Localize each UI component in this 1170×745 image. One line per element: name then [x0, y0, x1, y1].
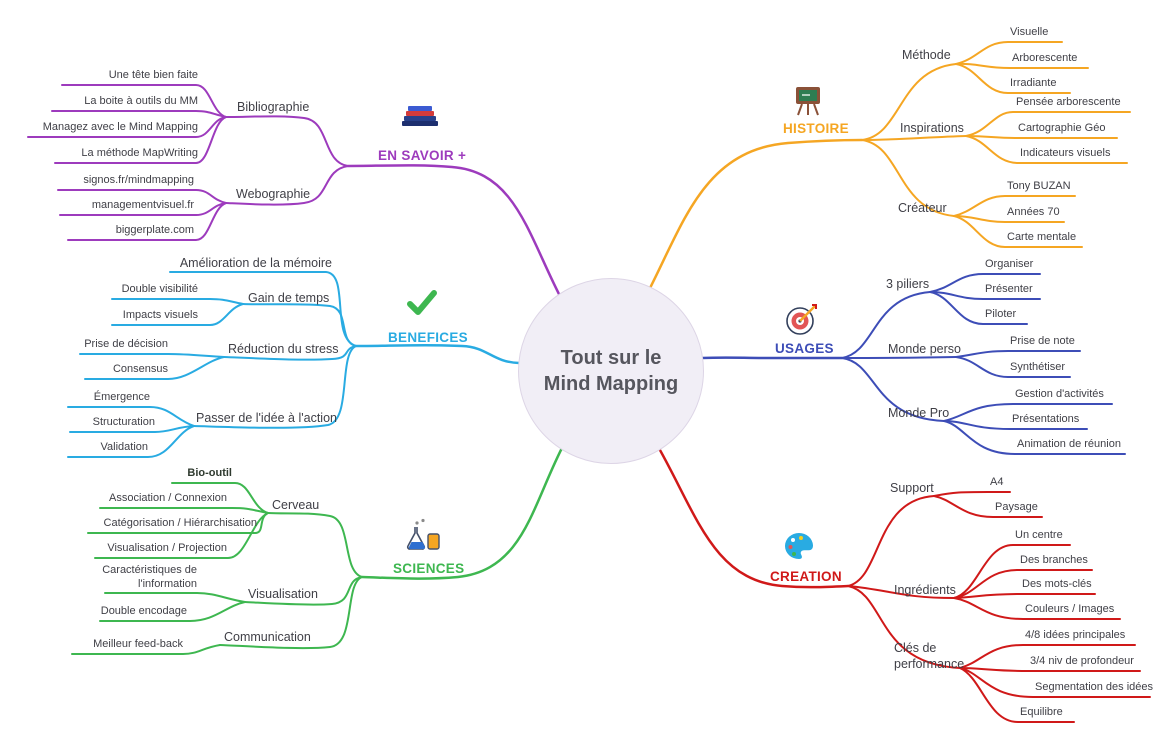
- node-support[interactable]: Support: [890, 481, 934, 495]
- node-communication[interactable]: Communication: [224, 630, 311, 644]
- leaf-label[interactable]: Présenter: [985, 283, 1033, 295]
- leaf-label[interactable]: Irradiante: [1010, 77, 1057, 89]
- node-inspirations[interactable]: Inspirations: [900, 121, 964, 135]
- leaf-label[interactable]: Catégorisation / Hiérarchisation: [103, 517, 257, 529]
- leaf-label[interactable]: Double visibilité: [121, 283, 198, 295]
- node-createur[interactable]: Créateur: [898, 201, 947, 215]
- en-savoir-curves: [27, 84, 564, 302]
- leaf-label[interactable]: Arborescente: [1012, 52, 1078, 64]
- leaf-label[interactable]: Gestion d'activités: [1015, 388, 1104, 400]
- palette-icon: [783, 531, 817, 568]
- node-reduction-stress[interactable]: Réduction du stress: [228, 342, 339, 356]
- leaf-label[interactable]: Equilibre: [1020, 706, 1063, 718]
- leaf-label[interactable]: Double encodage: [100, 605, 187, 617]
- leaf-label[interactable]: Caractéristiques de l'information: [102, 564, 197, 590]
- leaf-label[interactable]: Structuration: [92, 416, 155, 428]
- branch-label-sciences[interactable]: SCIENCES: [393, 561, 465, 576]
- node-idee-action[interactable]: Passer de l'idée à l'action: [196, 411, 337, 425]
- central-topic-line1: Tout sur le: [560, 347, 662, 369]
- sciences-curves: [71, 442, 566, 655]
- leaf-label[interactable]: Prise de décision: [84, 338, 168, 350]
- leaf-label[interactable]: Cartographie Géo: [1018, 122, 1106, 134]
- leaf-label[interactable]: A4: [990, 476, 1004, 488]
- leaf-label[interactable]: Pensée arborescente: [1016, 96, 1121, 108]
- creation-curves: [654, 441, 1151, 723]
- histoire-curves: [646, 41, 1131, 294]
- node-bibliographie[interactable]: Bibliographie: [237, 100, 310, 114]
- leaf-label[interactable]: Synthétiser: [1010, 361, 1066, 373]
- leaf-label[interactable]: 4/8 idées principales: [1025, 629, 1126, 641]
- node-monde-pro[interactable]: Monde Pro: [888, 406, 950, 420]
- target-icon: [785, 302, 821, 341]
- leaf-label[interactable]: Présentations: [1012, 413, 1080, 425]
- leaf-label[interactable]: Carte mentale: [1007, 231, 1077, 243]
- leaf-label[interactable]: Tony BUZAN: [1007, 180, 1071, 192]
- leaf-label[interactable]: Animation de réunion: [1017, 438, 1121, 450]
- branch-label-en-savoir[interactable]: EN SAVOIR +: [378, 148, 467, 163]
- leaf-label[interactable]: Consensus: [112, 363, 168, 375]
- leaf-label[interactable]: Visualisation / Projection: [107, 542, 227, 554]
- chalkboard-icon: [792, 83, 824, 122]
- leaf-label[interactable]: Managez avec le Mind Mapping: [42, 121, 198, 133]
- node-webographie[interactable]: Webographie: [236, 187, 311, 201]
- node-cerveau[interactable]: Cerveau: [272, 498, 320, 512]
- benefices-curves: [67, 271, 521, 458]
- leaf-label[interactable]: Segmentation des idées: [1035, 681, 1154, 693]
- leaf-label[interactable]: 3/4 niv de profondeur: [1030, 655, 1134, 667]
- leaf-label[interactable]: Association / Connexion: [108, 492, 227, 504]
- leaf-label[interactable]: Validation: [100, 441, 149, 453]
- leaf-label[interactable]: Un centre: [1015, 529, 1063, 541]
- leaf-label[interactable]: Prise de note: [1010, 335, 1075, 347]
- leaf-label[interactable]: Organiser: [985, 258, 1034, 270]
- leaf-label[interactable]: managementvisuel.fr: [91, 199, 194, 211]
- branch-label-benefices[interactable]: BENEFICES: [388, 330, 468, 345]
- node-monde-perso[interactable]: Monde perso: [888, 342, 961, 356]
- leaf-label[interactable]: La méthode MapWriting: [81, 147, 198, 159]
- leaf-label[interactable]: Impacts visuels: [122, 309, 198, 321]
- node-amelioration-memoire[interactable]: Amélioration de la mémoire: [179, 256, 332, 270]
- leaf-label[interactable]: Indicateurs visuels: [1020, 147, 1111, 159]
- branch-label-histoire[interactable]: HISTOIRE: [783, 121, 849, 136]
- branch-label-creation[interactable]: CREATION: [770, 569, 842, 584]
- leaf-label[interactable]: signos.fr/mindmapping: [83, 174, 194, 186]
- branch-label-usages[interactable]: USAGES: [775, 341, 834, 356]
- flask-icon: [402, 518, 442, 559]
- leaf-label[interactable]: Piloter: [985, 308, 1017, 320]
- leaf-label[interactable]: Visuelle: [1010, 26, 1049, 38]
- leaf-label[interactable]: Paysage: [995, 501, 1038, 513]
- central-topic-line2: Mind Mapping: [543, 373, 679, 395]
- leaf-label[interactable]: Couleurs / Images: [1025, 603, 1115, 615]
- leaf-label[interactable]: Une tête bien faite: [108, 69, 198, 81]
- leaf-label[interactable]: Années 70: [1007, 206, 1060, 218]
- books-icon: [398, 101, 442, 136]
- leaf-label[interactable]: Meilleur feed-back: [93, 638, 183, 650]
- node-methode[interactable]: Méthode: [902, 48, 951, 62]
- check-icon: [405, 288, 439, 323]
- leaf-label[interactable]: Des mots-clés: [1022, 578, 1092, 590]
- central-topic[interactable]: Tout sur le Mind Mapping: [518, 278, 704, 464]
- node-3-piliers[interactable]: 3 piliers: [886, 277, 930, 291]
- node-gain-de-temps[interactable]: Gain de temps: [248, 291, 330, 305]
- leaf-label[interactable]: La boite à outils du MM: [84, 95, 198, 107]
- leaf-label[interactable]: Des branches: [1020, 554, 1088, 566]
- node-cles-performance[interactable]: Clés de performance: [894, 641, 965, 671]
- leaf-label[interactable]: Émergence: [93, 391, 150, 403]
- usages-curves: [700, 273, 1126, 455]
- node-visualisation[interactable]: Visualisation: [248, 587, 318, 601]
- node-ingredients[interactable]: Ingrédients: [894, 583, 956, 597]
- leaf-label[interactable]: biggerplate.com: [115, 224, 194, 236]
- leaf-label[interactable]: Bio-outil: [187, 467, 232, 479]
